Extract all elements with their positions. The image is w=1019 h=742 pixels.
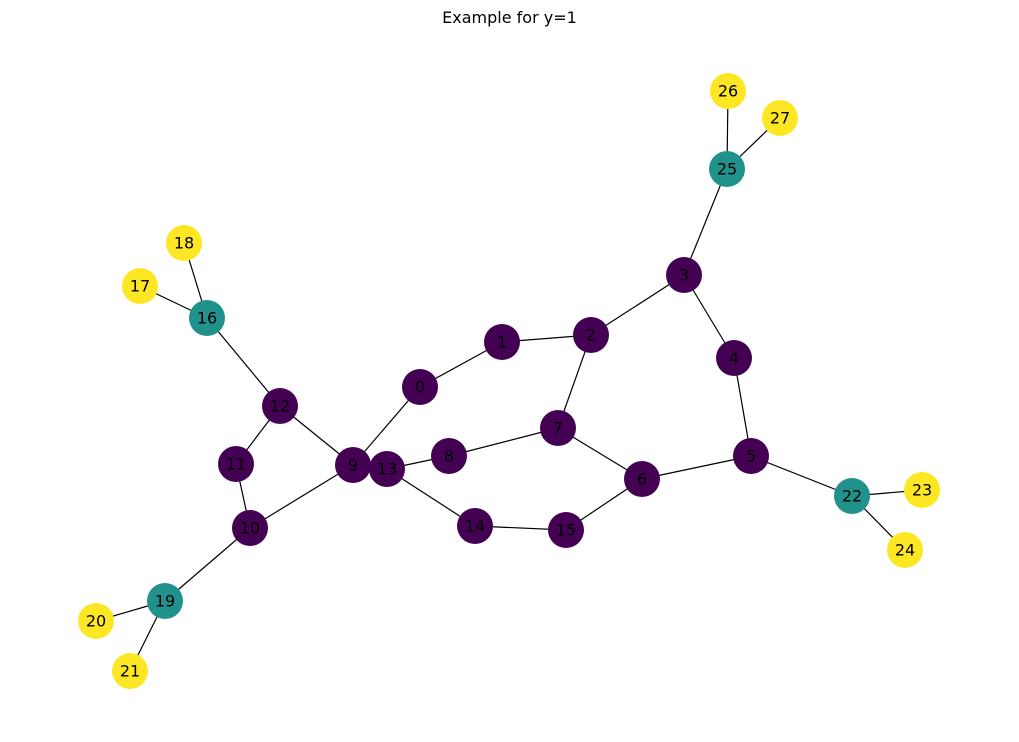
edge-12-16 (206, 317, 281, 407)
node-circle (540, 410, 576, 446)
node-6: 6 (624, 461, 660, 497)
node-circle (834, 478, 870, 514)
node-circle (122, 268, 158, 304)
node-circle (166, 225, 202, 261)
node-circle (232, 510, 268, 546)
node-label: 11 (226, 455, 246, 474)
node-circle (457, 508, 493, 544)
edge-10-9 (249, 464, 354, 529)
node-circle (710, 73, 746, 109)
node-label: 9 (348, 456, 358, 475)
node-circle (733, 438, 769, 474)
node-label: 26 (718, 82, 738, 101)
node-label: 4 (729, 349, 739, 368)
node-circle (189, 300, 225, 336)
node-label: 12 (270, 397, 290, 416)
node-26: 26 (710, 73, 746, 109)
node-17: 17 (122, 268, 158, 304)
node-label: 24 (895, 541, 915, 560)
node-label: 2 (586, 326, 596, 345)
node-circle (335, 447, 371, 483)
node-label: 14 (465, 517, 485, 536)
node-circle (218, 446, 254, 482)
diagram-title: Example for y=1 (442, 8, 577, 27)
node-circle (484, 324, 520, 360)
edge-10-19 (164, 527, 251, 602)
node-3: 3 (666, 257, 702, 293)
node-circle (904, 472, 940, 508)
node-circle (431, 438, 467, 474)
node-circle (624, 461, 660, 497)
edge-3-25 (683, 168, 728, 276)
node-label: 18 (174, 234, 194, 253)
node-label: 22 (842, 487, 862, 506)
node-20: 20 (78, 603, 114, 639)
node-label: 25 (717, 160, 737, 179)
node-label: 1 (497, 333, 507, 352)
node-circle (666, 257, 702, 293)
node-label: 15 (556, 521, 576, 540)
node-21: 21 (112, 653, 148, 689)
node-circle (716, 340, 752, 376)
node-circle (112, 653, 148, 689)
node-label: 27 (770, 109, 790, 128)
node-22: 22 (834, 478, 870, 514)
node-18: 18 (166, 225, 202, 261)
node-19: 19 (147, 583, 183, 619)
edge-7-8 (448, 427, 559, 457)
node-label: 20 (86, 612, 106, 631)
node-circle (887, 532, 923, 568)
edges-layer (95, 90, 923, 672)
node-0: 0 (402, 369, 438, 405)
node-label: 6 (637, 470, 647, 489)
node-circle (78, 603, 114, 639)
node-8: 8 (431, 438, 467, 474)
node-label: 7 (553, 419, 563, 438)
node-label: 10 (240, 519, 260, 538)
node-label: 21 (120, 662, 140, 681)
node-4: 4 (716, 340, 752, 376)
node-circle (548, 512, 584, 548)
node-label: 16 (197, 309, 217, 328)
node-2: 2 (573, 317, 609, 353)
edge-2-3 (590, 274, 685, 336)
node-10: 10 (232, 510, 268, 546)
node-circle (709, 151, 745, 187)
node-23: 23 (904, 472, 940, 508)
node-circle (762, 100, 798, 136)
node-label: 19 (155, 592, 175, 611)
node-circle (573, 317, 609, 353)
node-11: 11 (218, 446, 254, 482)
node-label: 5 (746, 447, 756, 466)
node-circle (402, 369, 438, 405)
node-16: 16 (189, 300, 225, 336)
node-label: 13 (377, 460, 397, 479)
node-9: 9 (335, 447, 371, 483)
node-5: 5 (733, 438, 769, 474)
node-25: 25 (709, 151, 745, 187)
node-label: 17 (130, 277, 150, 296)
node-label: 3 (679, 266, 689, 285)
node-label: 0 (415, 378, 425, 397)
edge-5-6 (641, 455, 752, 480)
node-12: 12 (262, 388, 298, 424)
node-13: 13 (369, 451, 405, 487)
node-27: 27 (762, 100, 798, 136)
node-label: 23 (912, 481, 932, 500)
edge-5-22 (750, 455, 853, 497)
node-circle (262, 388, 298, 424)
node-1: 1 (484, 324, 520, 360)
node-15: 15 (548, 512, 584, 548)
node-7: 7 (540, 410, 576, 446)
node-circle (147, 583, 183, 619)
node-24: 24 (887, 532, 923, 568)
node-14: 14 (457, 508, 493, 544)
node-label: 8 (444, 447, 454, 466)
node-circle (369, 451, 405, 487)
